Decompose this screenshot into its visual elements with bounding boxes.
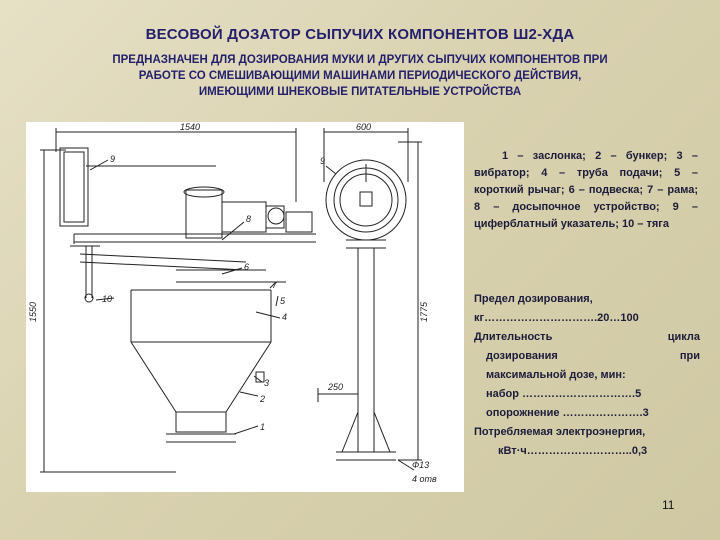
subtitle-line: ПРЕДНАЗНАЧЕН ДЛЯ ДОЗИРОВАНИЯ МУКИ И ДРУГ… — [112, 54, 608, 66]
technical-drawing: 1540 600 1550 1775 250 Ф13 4 отв 9 9 8 6… — [26, 122, 464, 492]
dim-height-side: 1775 — [419, 301, 429, 322]
dim-holes: 4 отв — [412, 474, 437, 484]
spec-range-value: кг………………………….20…100 — [474, 312, 639, 324]
spec-power-label: Потребляемая электроэнергия, — [474, 426, 646, 438]
slide-subtitle: ПРЕДНАЗНАЧЕН ДЛЯ ДОЗИРОВАНИЯ МУКИ И ДРУГ… — [40, 52, 680, 100]
part-label-7: 7 — [272, 280, 278, 290]
part-label-6: 6 — [244, 262, 249, 272]
dim-width-side: 600 — [356, 122, 371, 132]
specifications: Предел дозирования, кг………………………….20…100 … — [474, 290, 700, 461]
subtitle-line: ИМЕЮЩИМИ ШНЕКОВЫЕ ПИТАТЕЛЬНЫЕ УСТРОЙСТВА — [198, 86, 522, 98]
spec-power-value: кВт·ч………………………..0,3 — [498, 445, 648, 457]
dim-base-width: 250 — [327, 382, 343, 392]
spec-duration-label: максимальной дозе, мин: — [486, 369, 626, 381]
spec-duration-word: Длительность — [474, 331, 553, 343]
spec-empty-time: опорожнение ………………….3 — [486, 407, 649, 419]
part-label-10: 10 — [102, 294, 112, 304]
page-number: 11 — [662, 498, 675, 512]
part-label-9: 9 — [320, 156, 325, 166]
part-label-1: 1 — [260, 422, 265, 432]
parts-legend: 1 – заслонка; 2 – бункер; 3 – вибратор; … — [474, 150, 698, 230]
dim-height-main: 1550 — [28, 302, 38, 322]
spec-range-label: Предел дозирования, — [474, 293, 593, 305]
part-label-8: 8 — [246, 214, 251, 224]
spec-duration-row: Длительность цикла — [474, 328, 700, 347]
subtitle-line: РАБОТЕ СО СМЕШИВАЮЩИМИ МАШИНАМИ ПЕРИОДИЧ… — [138, 70, 582, 82]
part-label-4: 4 — [282, 312, 287, 322]
part-label-5: 5 — [280, 296, 286, 306]
spec-duration-word: цикла — [667, 331, 700, 343]
spec-duration-word: при — [679, 350, 700, 362]
spec-fill-time: набор ………………………….5 — [486, 388, 642, 400]
doser-drawing-svg: 1540 600 1550 1775 250 Ф13 4 отв 9 9 8 6… — [28, 122, 437, 484]
dim-width-main: 1540 — [180, 122, 200, 132]
part-label-9: 9 — [110, 154, 115, 164]
part-label-2: 2 — [259, 394, 265, 404]
dim-bolt: Ф13 — [412, 460, 429, 470]
spec-duration-row: дозирования при — [474, 347, 700, 366]
part-label-3: 3 — [264, 378, 269, 388]
spec-duration-word: дозирования — [486, 350, 558, 362]
slide-title: ВЕСОВОЙ ДОЗАТОР СЫПУЧИХ КОМПОНЕНТОВ Ш2-Х… — [145, 26, 575, 43]
